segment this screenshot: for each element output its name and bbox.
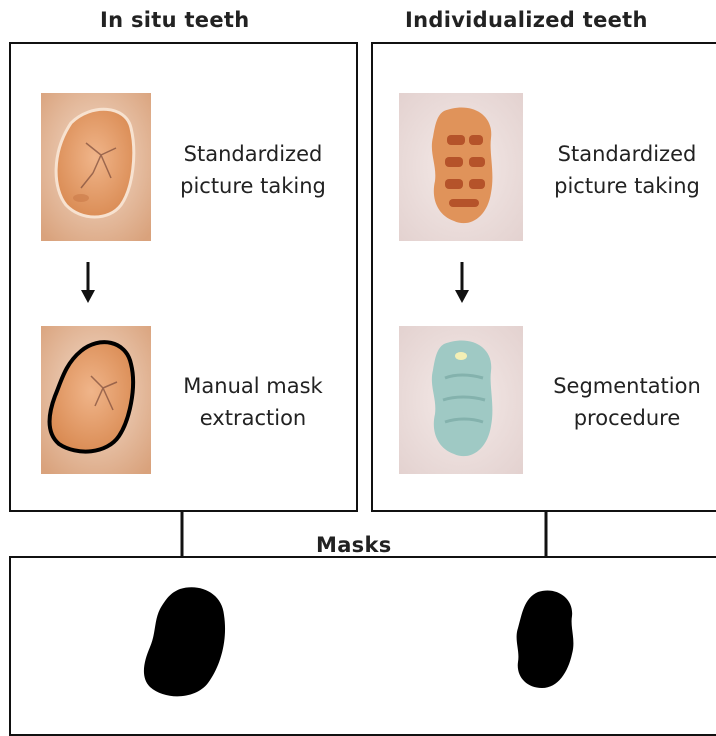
individualized-step-arrow: [454, 262, 470, 304]
masks-title: Masks: [316, 533, 392, 557]
in-situ-step2-label: Manual mask extraction: [158, 370, 348, 434]
segmentation-photo: [399, 326, 523, 474]
masks-panel: [9, 556, 716, 736]
in-situ-step2-line2: extraction: [158, 402, 348, 434]
individualized-step2-label: Segmentation procedure: [527, 370, 716, 434]
in-situ-step1-label: Standardized picture taking: [163, 138, 343, 202]
in-situ-step-arrow: [80, 262, 96, 304]
in-situ-step1-line2: picture taking: [163, 170, 343, 202]
individualized-step2-line2: procedure: [527, 402, 716, 434]
individualized-step1-line1: Standardized: [537, 138, 716, 170]
in-situ-tooth-photo: [41, 93, 151, 241]
in-situ-mask-shape: [140, 585, 230, 701]
in-situ-mask-extraction-photo: [41, 326, 151, 474]
individualized-step1-line2: picture taking: [537, 170, 716, 202]
individualized-tooth-photo: [399, 93, 523, 241]
in-situ-step2-line1: Manual mask: [158, 370, 348, 402]
individualized-title: Individualized teeth: [405, 8, 648, 32]
individualized-mask-shape: [510, 588, 580, 692]
individualized-step1-label: Standardized picture taking: [537, 138, 716, 202]
in-situ-step1-line1: Standardized: [163, 138, 343, 170]
individualized-step2-line1: Segmentation: [527, 370, 716, 402]
in-situ-title: In situ teeth: [100, 8, 250, 32]
